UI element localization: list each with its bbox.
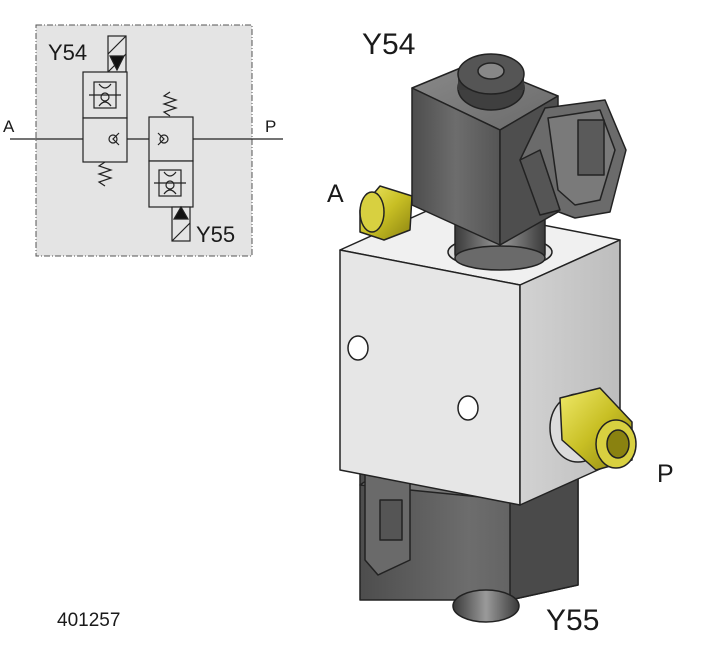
schematic-y54-label: Y54 [48,40,88,65]
assembly-port-p-label: P [657,460,674,488]
port-a-fitting [359,185,413,241]
schematic-y55-label: Y55 [196,222,236,247]
port-p-fitting [549,387,637,471]
valve-y55-symbol [148,91,194,242]
valve-assembly-3d [339,53,637,623]
assembly-y55-label: Y55 [546,604,600,637]
coil-y54 [411,53,627,271]
assembly-y54-label: Y54 [362,28,416,61]
drawing-code: 401257 [57,610,121,631]
schematic-port-a-label: A [3,117,15,136]
assembly-port-a-label: A [327,180,344,208]
schematic-frame [35,24,253,257]
schematic-port-p-label: P [265,117,277,136]
valve-y54-symbol [82,35,128,187]
